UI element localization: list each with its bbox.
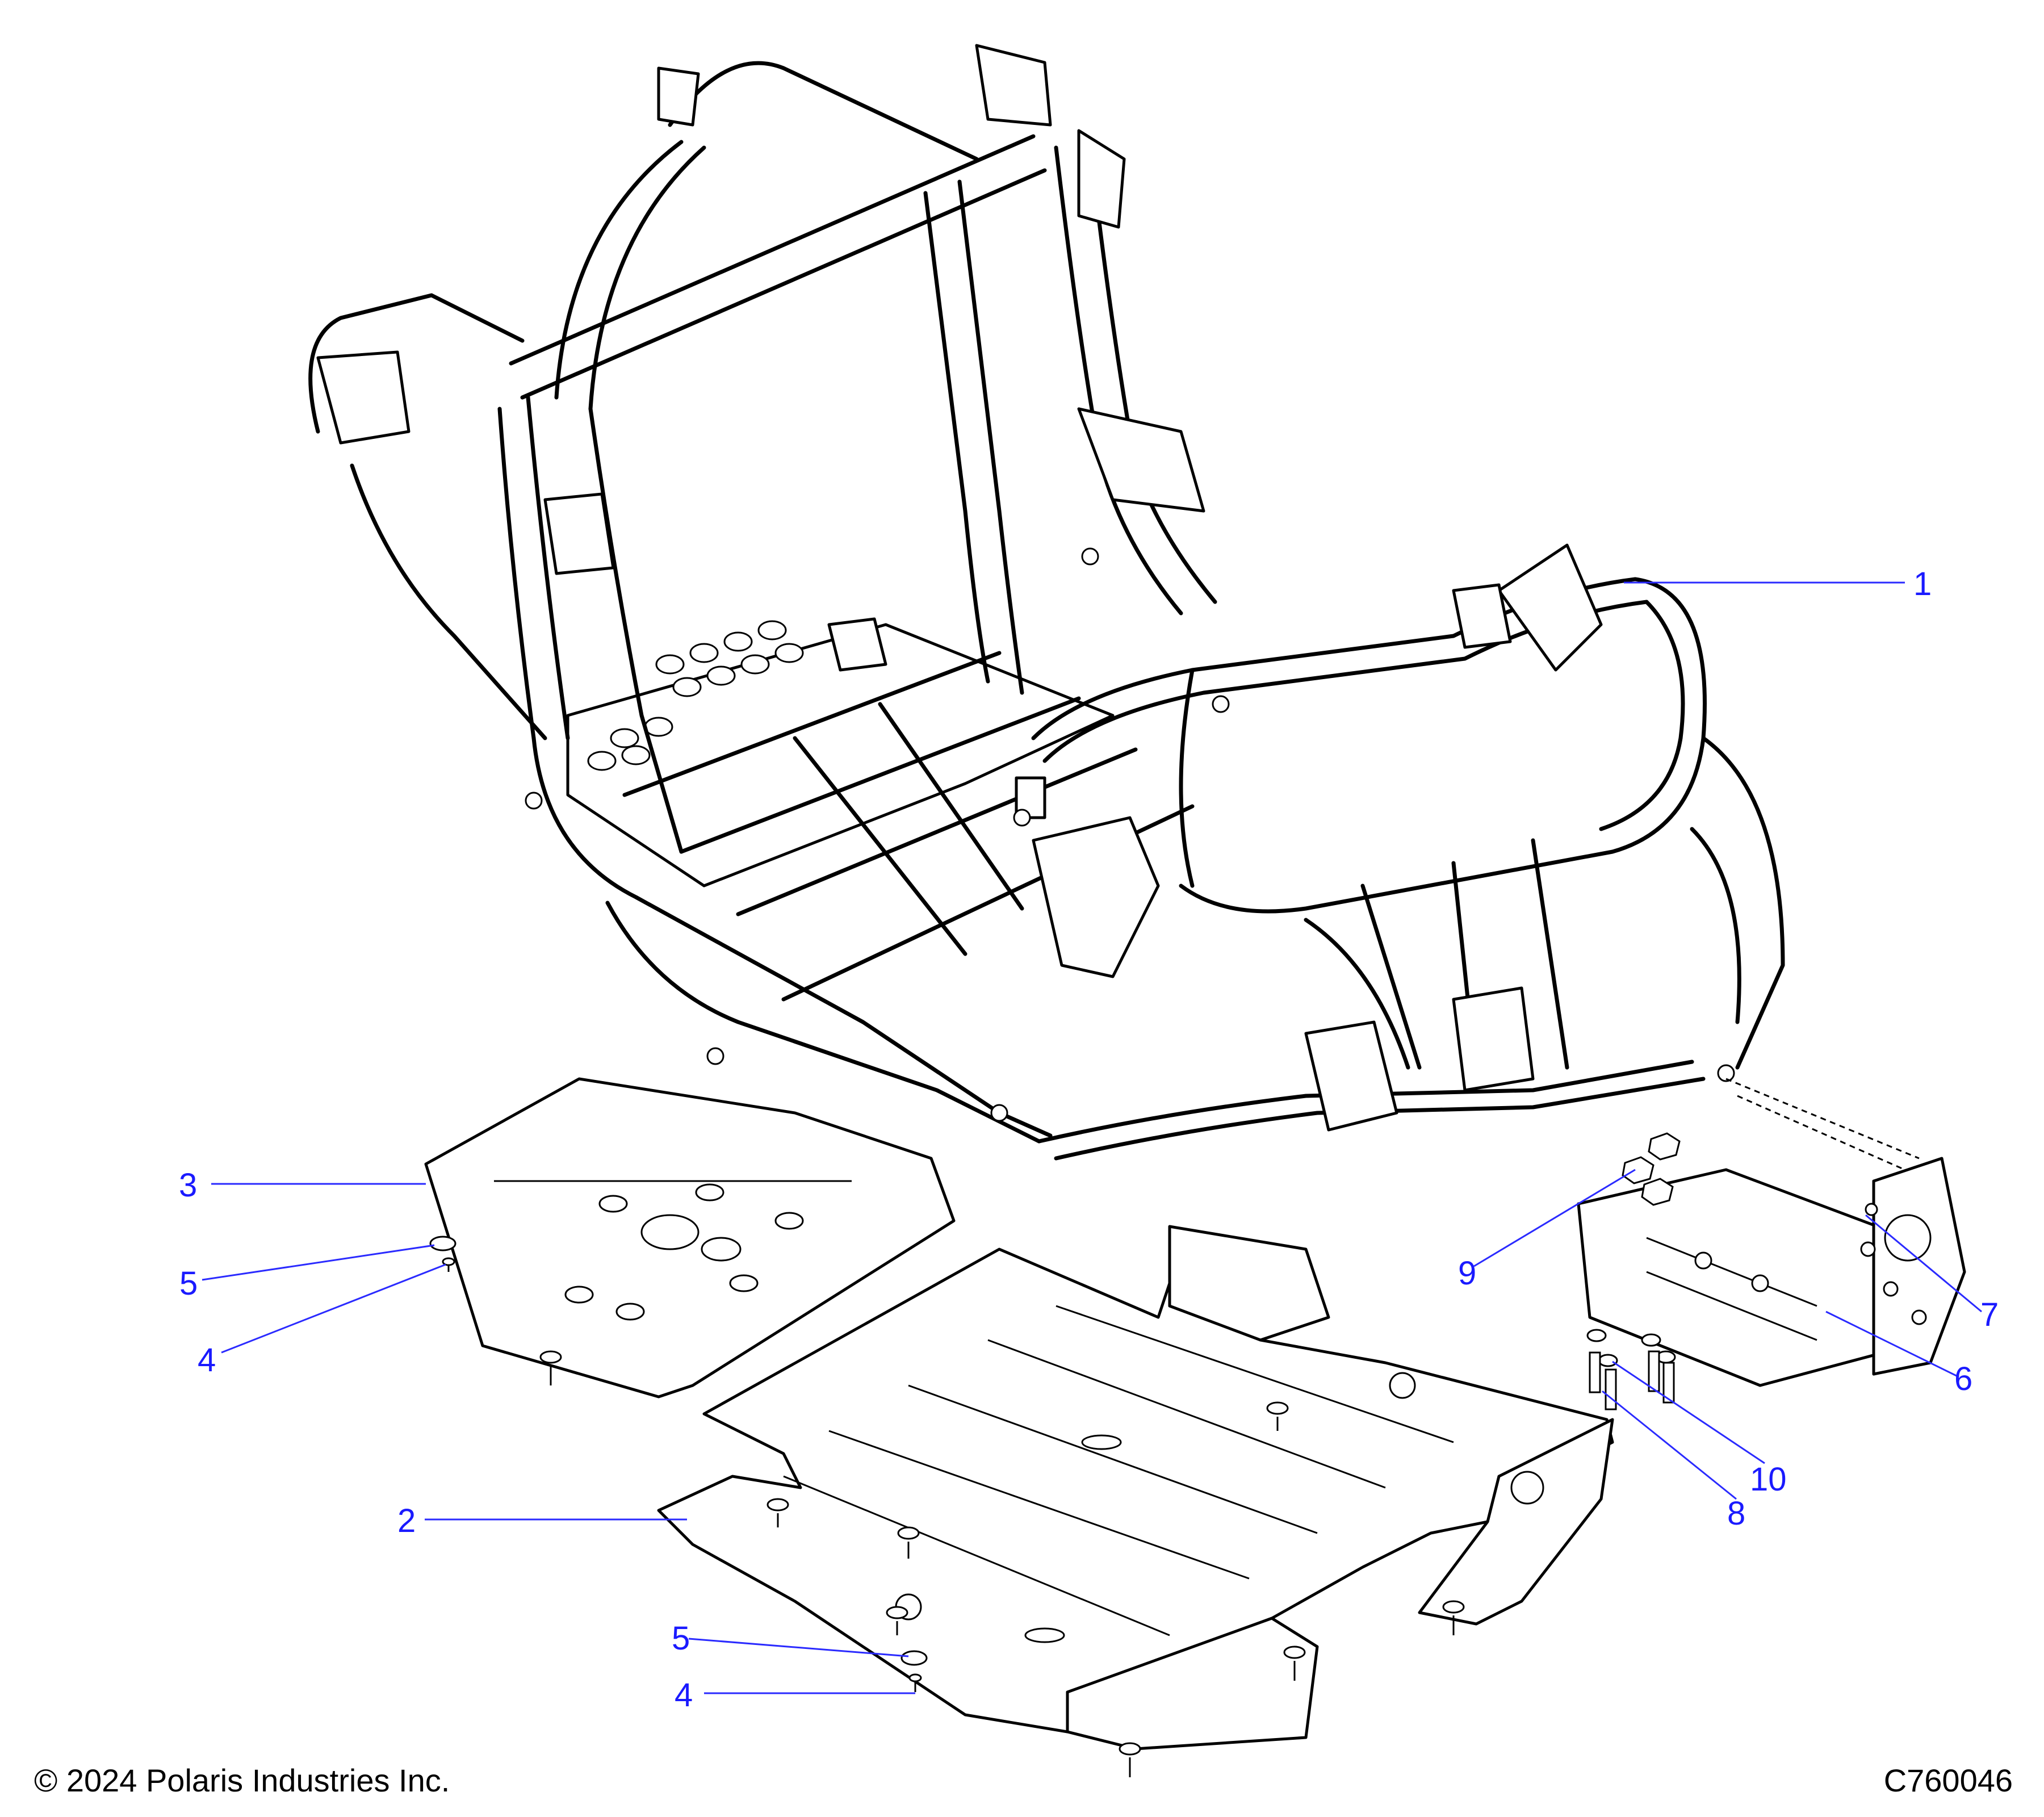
callout-3: 3 — [179, 1167, 197, 1204]
callout-1: 1 — [1913, 566, 1932, 602]
copyright-notice: © 2024 Polaris Industries Inc. — [34, 1762, 450, 1798]
figure-code: C760046 — [1884, 1762, 2013, 1798]
callout-9: 9 — [1458, 1255, 1476, 1292]
callout-5-main: 5 — [672, 1620, 690, 1657]
hardware — [429, 1132, 1681, 1777]
callout-4-main: 4 — [675, 1677, 693, 1714]
skid-plate-rear — [424, 1077, 956, 1399]
callout-7: 7 — [1980, 1296, 1999, 1333]
callout-6: 6 — [1954, 1360, 1972, 1397]
callout-2: 2 — [397, 1502, 416, 1539]
vehicle-frame — [308, 44, 1785, 1161]
callout-4-rear: 4 — [198, 1342, 216, 1379]
front-mount-bracket — [1577, 1078, 1966, 1387]
callout-10: 10 — [1750, 1461, 1787, 1498]
callout-5-rear: 5 — [179, 1265, 198, 1302]
callout-labels: 1 2 3 4 4 5 5 6 7 8 9 10 — [179, 566, 1999, 1714]
leader-lines — [202, 581, 1982, 1694]
floor-pan-holes — [587, 620, 804, 771]
callout-8: 8 — [1727, 1495, 1745, 1532]
